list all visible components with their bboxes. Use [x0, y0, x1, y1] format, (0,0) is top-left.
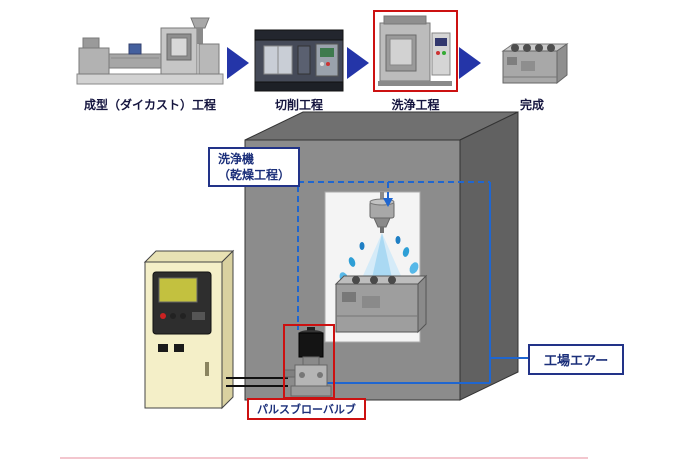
- pipe-arrowhead-icon: [383, 198, 393, 207]
- stage-label-cutting: 切削工程: [274, 98, 323, 112]
- factory-air-label: 工場エアー: [528, 344, 625, 375]
- cnc-milling-machine-image: [254, 10, 344, 92]
- air-pipe-dashed: [297, 181, 490, 330]
- stage-washing: 洗浄工程: [373, 10, 458, 113]
- flow-arrow-icon: [347, 47, 369, 79]
- cabinet-screen: [158, 277, 198, 303]
- stage-label-die-casting: 成型（ダイカスト）工程: [83, 98, 216, 112]
- cabinet-red-button: [160, 313, 166, 319]
- parts-washing-machine-image: [373, 10, 458, 92]
- finished-engine-block-image: [495, 10, 569, 92]
- stage-cutting: 切削工程: [254, 10, 344, 113]
- stage-finished: 完成: [495, 10, 569, 113]
- washer-label-line2: （乾燥工程）: [218, 168, 291, 183]
- washing-chamber-window: [324, 191, 428, 343]
- pulse-blow-valve: [283, 324, 335, 399]
- engine-block-in-chamber: [334, 274, 428, 334]
- flow-arrow-icon: [459, 47, 481, 79]
- stage-label-finished: 完成: [519, 98, 544, 112]
- cabinet-handle: [205, 362, 209, 376]
- factory-air-pipe: [326, 182, 528, 384]
- die-casting-machine-image: [75, 10, 225, 92]
- control-cables: [226, 377, 288, 387]
- stage-die-casting: 成型（ダイカスト）工程: [75, 10, 225, 113]
- pulse-blow-valve-label: パルスブローバルブ: [247, 398, 366, 420]
- stage-label-washing: 洗浄工程: [391, 98, 440, 112]
- bottom-divider: [60, 457, 588, 459]
- washer-label-line1: 洗浄機: [218, 152, 255, 166]
- control-cabinet: [143, 249, 235, 410]
- washer-label: 洗浄機 （乾燥工程）: [208, 147, 301, 188]
- flow-arrow-icon: [227, 47, 249, 79]
